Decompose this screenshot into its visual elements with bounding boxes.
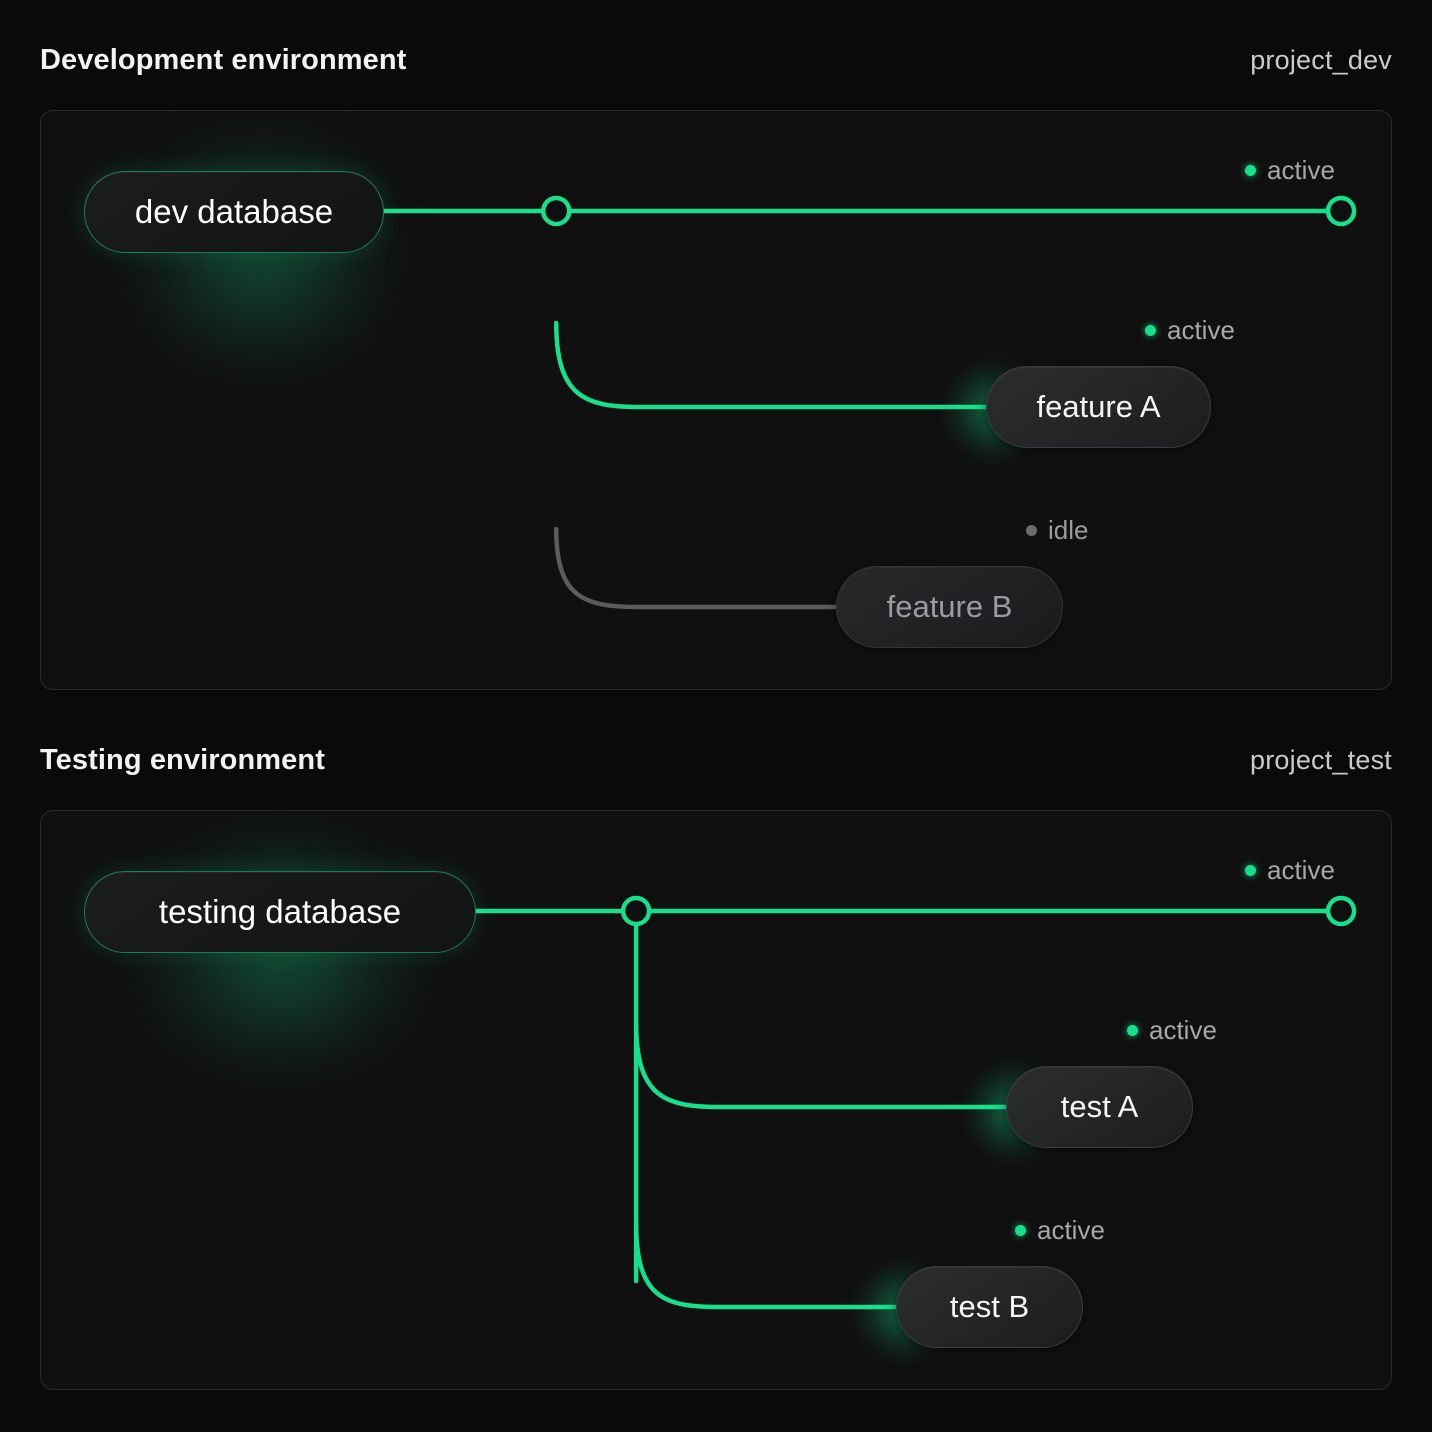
status-dot-icon <box>1026 525 1037 536</box>
node-feature-a[interactable]: feature A <box>986 366 1211 448</box>
status-test-a: active <box>1127 1015 1217 1046</box>
status-label: active <box>1149 1015 1217 1045</box>
endpoint-node-development <box>1325 195 1357 227</box>
status-label: active <box>1267 155 1335 185</box>
node-label: dev database <box>134 193 334 230</box>
endpoint-node-testing <box>1325 895 1357 927</box>
section-project-testing: project_test <box>1250 745 1392 775</box>
node-label: feature A <box>1036 389 1161 424</box>
node-label: test A <box>1060 1089 1139 1124</box>
node-dev-database[interactable]: dev database <box>84 171 384 253</box>
status-dot-icon <box>1127 1025 1138 1036</box>
node-label: feature B <box>886 589 1013 624</box>
status-label: active <box>1037 1215 1105 1245</box>
section-title-development: Development environment <box>40 44 407 76</box>
node-testing-database[interactable]: testing database <box>84 871 476 953</box>
wire-branch-test-b <box>633 1220 900 1310</box>
node-label: testing database <box>158 893 402 930</box>
section-header-testing: Testing environment project_test <box>40 744 1392 777</box>
status-testing-endpoint: active <box>1245 855 1335 886</box>
status-test-b: active <box>1015 1215 1105 1246</box>
panel-testing: testing database active active test A ac… <box>40 810 1392 1390</box>
section-title-testing: Testing environment <box>40 744 325 776</box>
node-label: test B <box>949 1289 1030 1324</box>
section-project-development: project_dev <box>1250 45 1392 75</box>
wire-branch-test-a <box>633 1020 1010 1110</box>
status-label: idle <box>1048 515 1089 545</box>
node-test-a[interactable]: test A <box>1006 1066 1193 1148</box>
status-feature-a: active <box>1145 315 1235 346</box>
node-feature-b[interactable]: feature B <box>836 566 1063 648</box>
status-dot-icon <box>1145 325 1156 336</box>
status-label: active <box>1167 315 1235 345</box>
wire-branch-feature-b <box>553 526 841 610</box>
wire-branch-feature-a <box>553 320 990 410</box>
status-dot-icon <box>1245 865 1256 876</box>
section-header-development: Development environment project_dev <box>40 44 1392 77</box>
junction-node-development <box>541 195 572 227</box>
junction-node-testing <box>620 895 652 927</box>
status-dot-icon <box>1245 165 1256 176</box>
status-dot-icon <box>1015 1225 1026 1236</box>
node-test-b[interactable]: test B <box>896 1266 1083 1348</box>
status-development-endpoint: active <box>1245 155 1335 186</box>
status-label: active <box>1267 855 1335 885</box>
status-feature-b: idle <box>1026 515 1088 546</box>
panel-development: dev database active active feature A idl… <box>40 110 1392 690</box>
